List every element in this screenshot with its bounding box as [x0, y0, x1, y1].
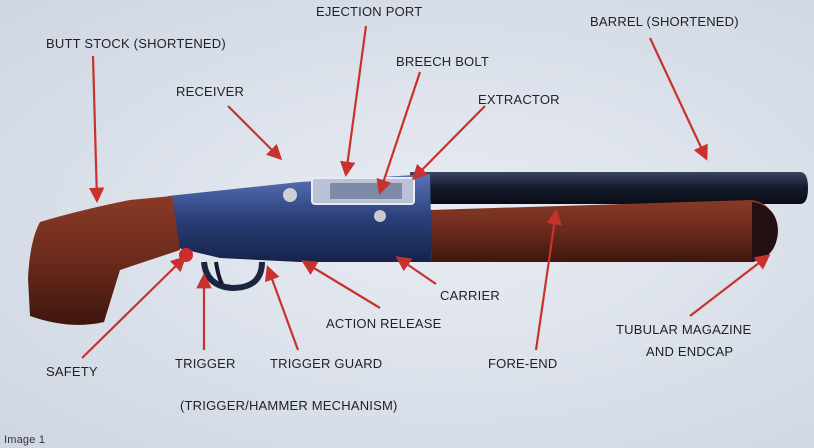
label-barrel: BARREL (SHORTENED)	[590, 14, 739, 29]
label-tubular-magazine-1: TUBULAR MAGAZINE	[616, 322, 752, 337]
label-action-release: ACTION RELEASE	[326, 316, 442, 331]
magazine-endcap-shape	[752, 202, 778, 262]
label-trigger: TRIGGER	[175, 356, 236, 371]
label-butt-stock: BUTT STOCK (SHORTENED)	[46, 36, 226, 51]
label-carrier: CARRIER	[440, 288, 500, 303]
breech-bolt-shape	[330, 183, 402, 199]
image-caption: Image 1	[4, 434, 46, 446]
label-ejection-port: EJECTION PORT	[316, 4, 423, 19]
label-tubular-magazine-2: AND ENDCAP	[646, 344, 734, 359]
label-safety: SAFETY	[46, 364, 98, 379]
label-breech-bolt: BREECH BOLT	[396, 54, 489, 69]
label-extractor: EXTRACTOR	[478, 92, 560, 107]
butt-stock-shape	[28, 196, 180, 325]
trigger-shape	[214, 261, 224, 285]
barrel-shape	[410, 172, 808, 204]
fore-end-shape	[430, 200, 776, 262]
label-mechanism: (TRIGGER/HAMMER MECHANISM)	[180, 398, 398, 413]
label-receiver: RECEIVER	[176, 84, 245, 99]
label-trigger-guard: TRIGGER GUARD	[270, 356, 383, 371]
annotation-arrows	[81, 25, 771, 359]
label-fore-end: FORE-END	[488, 356, 558, 371]
trigger-guard-shape	[201, 261, 265, 292]
